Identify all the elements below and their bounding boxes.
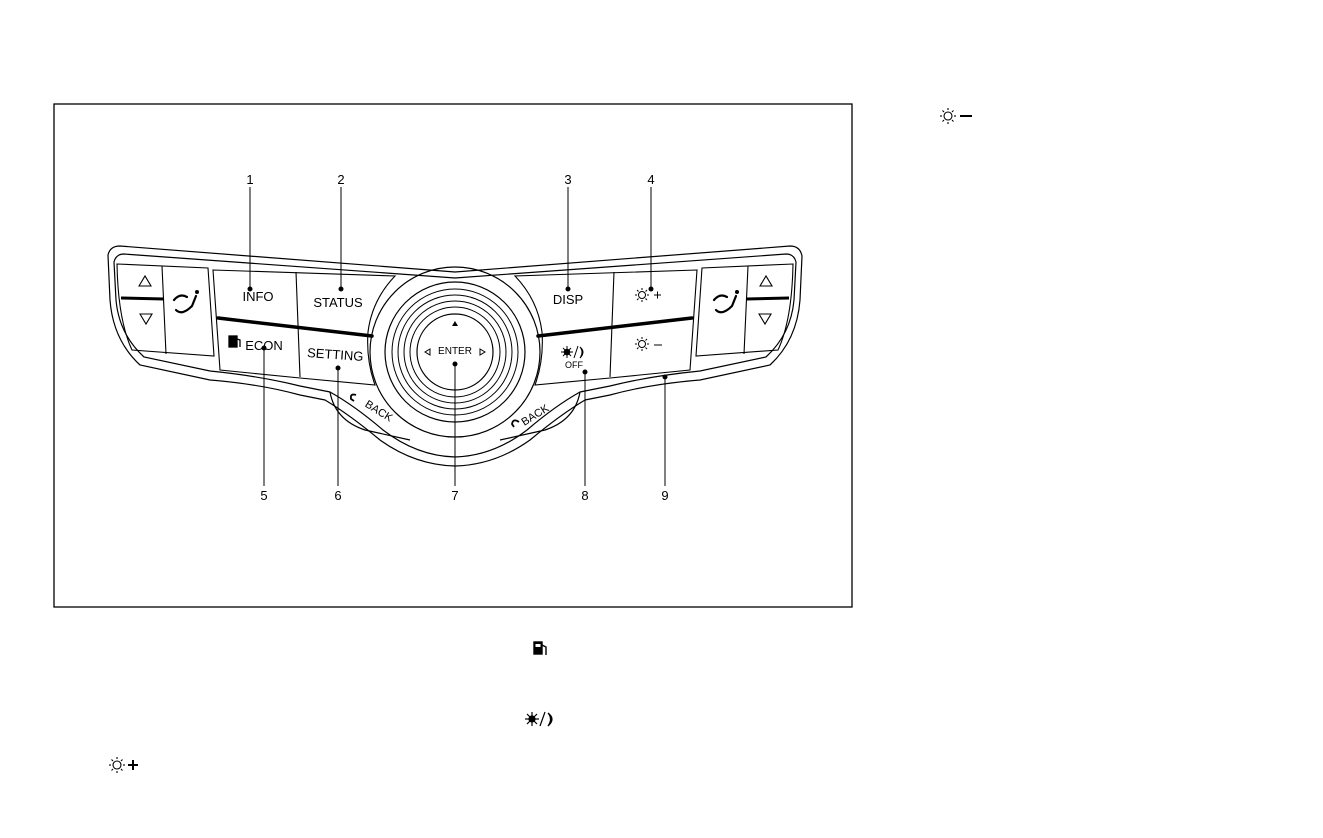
sun-plus-icon: [109, 757, 138, 773]
sun-minus-icon: [635, 337, 662, 351]
callout-5: 5: [260, 488, 267, 503]
triangle-up-icon: [760, 276, 772, 286]
left-temp-up-button[interactable]: [139, 276, 151, 286]
day-night-off-button[interactable]: OFF: [561, 346, 583, 370]
left-airflow-button[interactable]: [174, 290, 199, 312]
sun-minus-icon: [940, 108, 972, 124]
right-temp-down-button[interactable]: [759, 314, 771, 324]
back-arrow-icon: [351, 395, 356, 402]
callout-7: 7: [451, 488, 458, 503]
back-arrow-icon: [512, 420, 519, 427]
enter-button[interactable]: ENTER: [438, 346, 472, 357]
left-button-block: [213, 270, 395, 385]
econ-button[interactable]: ECON: [229, 336, 283, 353]
back-button-right[interactable]: BACK: [512, 402, 552, 428]
triangle-down-icon: [759, 314, 771, 324]
callout-9: 9: [661, 488, 668, 503]
callout-lines: [248, 187, 667, 486]
callout-3: 3: [564, 172, 571, 187]
brightness-down-button[interactable]: [635, 337, 662, 351]
sun-moon-icon: [561, 346, 583, 358]
left-temp-down-button[interactable]: [140, 314, 152, 324]
callout-4: 4: [647, 172, 654, 187]
status-button[interactable]: STATUS: [313, 295, 363, 310]
sun-plus-icon: [635, 288, 661, 302]
airflow-icon: [174, 290, 199, 312]
svg-text:OFF: OFF: [565, 360, 583, 370]
info-button[interactable]: INFO: [242, 289, 273, 304]
controller-right-arrow[interactable]: [480, 349, 485, 355]
setting-button[interactable]: SETTING: [307, 345, 364, 364]
fuel-pump-icon: [534, 642, 546, 655]
right-airflow-button[interactable]: [714, 290, 739, 312]
airflow-icon: [714, 290, 739, 312]
svg-text:BACK: BACK: [520, 402, 552, 428]
right-temp-up-button[interactable]: [760, 276, 772, 286]
controller-up-arrow[interactable]: [452, 321, 458, 326]
brightness-up-button[interactable]: [635, 288, 661, 302]
callout-8: 8: [581, 488, 588, 503]
triangle-up-icon: [139, 276, 151, 286]
callout-6: 6: [334, 488, 341, 503]
callout-1: 1: [246, 172, 253, 187]
sun-moon-icon: [525, 712, 552, 726]
right-button-block: [515, 270, 697, 385]
callout-2: 2: [337, 172, 344, 187]
triangle-down-icon: [140, 314, 152, 324]
controller-left-arrow[interactable]: [425, 349, 430, 355]
fuel-pump-icon: [229, 336, 240, 347]
svg-text:BACK: BACK: [363, 398, 395, 424]
disp-button[interactable]: DISP: [553, 292, 583, 307]
